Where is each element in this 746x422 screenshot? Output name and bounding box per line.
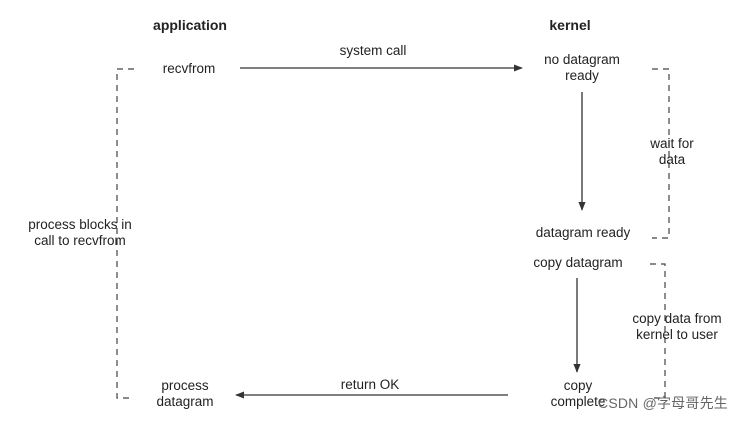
wait-for-data-bracket	[652, 68, 670, 239]
process-datagram-label: process datagram	[156, 378, 214, 409]
kernel-column-header: kernel	[549, 17, 591, 33]
copy-data-bracket	[650, 263, 666, 399]
copy-data-label: copy data from kernel to user	[632, 311, 722, 342]
wait-for-data-label: wait for data	[650, 136, 694, 167]
return-ok-label: return OK	[340, 377, 400, 392]
system-call-label: system call	[339, 43, 407, 58]
datagram-ready-label: datagram ready	[535, 225, 631, 240]
csdn-watermark: CSDN @字母哥先生	[598, 395, 728, 411]
no-datagram-ready-label: no datagram ready	[544, 52, 620, 83]
process-blocks-label: process blocks in call to recvfrom	[28, 217, 132, 248]
application-column-header: application	[153, 17, 227, 33]
recvfrom-label: recvfrom	[162, 61, 216, 76]
process-blocks-bracket	[116, 68, 134, 399]
copy-complete-label: copy complete	[550, 378, 606, 409]
copy-datagram-label: copy datagram	[533, 255, 623, 270]
